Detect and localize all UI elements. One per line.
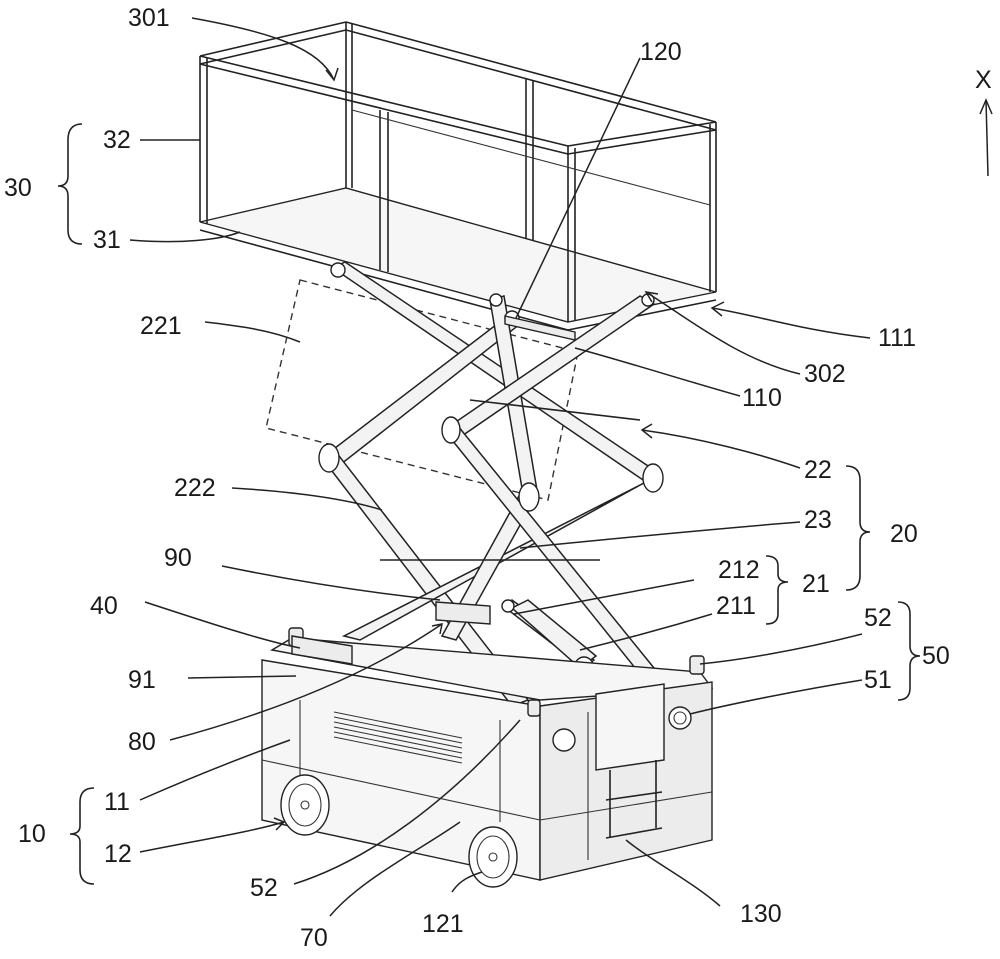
label-111: 111: [878, 324, 916, 352]
label-120: 120: [640, 38, 682, 66]
label-51: 51: [864, 666, 892, 694]
label-30: 30: [4, 174, 32, 202]
label-12: 12: [104, 840, 132, 868]
label-301: 301: [128, 4, 170, 32]
label-222: 222: [174, 474, 216, 502]
label-23: 23: [804, 506, 832, 534]
mount-90: [436, 602, 490, 624]
wheel-front: [469, 827, 517, 887]
wheel-rear: [281, 775, 329, 835]
label-121: 121: [422, 910, 464, 938]
connector: [553, 729, 575, 751]
axis-indicator: X: [975, 66, 992, 176]
platform-guardrail: [200, 22, 716, 330]
label-70: 70: [300, 924, 328, 952]
label-52-top: 52: [864, 604, 892, 632]
chassis-base: [262, 602, 712, 887]
label-221: 221: [140, 312, 182, 340]
post-right: [690, 656, 704, 674]
label-31: 31: [93, 226, 121, 254]
label-211: 211: [716, 592, 756, 620]
label-130: 130: [740, 900, 782, 928]
label-52-bottom: 52: [250, 874, 278, 902]
upper-arm-b: [322, 318, 520, 468]
label-22: 22: [804, 456, 832, 484]
label-91: 91: [128, 666, 156, 694]
axis-label: X: [975, 66, 992, 94]
label-212: 212: [718, 556, 760, 584]
scissor-mechanism: [266, 262, 663, 706]
label-110: 110: [742, 384, 782, 412]
label-90: 90: [164, 544, 192, 572]
sensor-51: [669, 707, 691, 729]
label-80: 80: [128, 728, 156, 756]
label-50: 50: [922, 642, 950, 670]
label-302: 302: [804, 360, 846, 388]
post-front: [528, 700, 540, 716]
label-11: 11: [104, 788, 130, 816]
label-20: 20: [890, 520, 918, 548]
label-32: 32: [103, 126, 131, 154]
label-21: 21: [802, 570, 830, 598]
label-10: 10: [18, 820, 46, 848]
label-40: 40: [90, 592, 118, 620]
